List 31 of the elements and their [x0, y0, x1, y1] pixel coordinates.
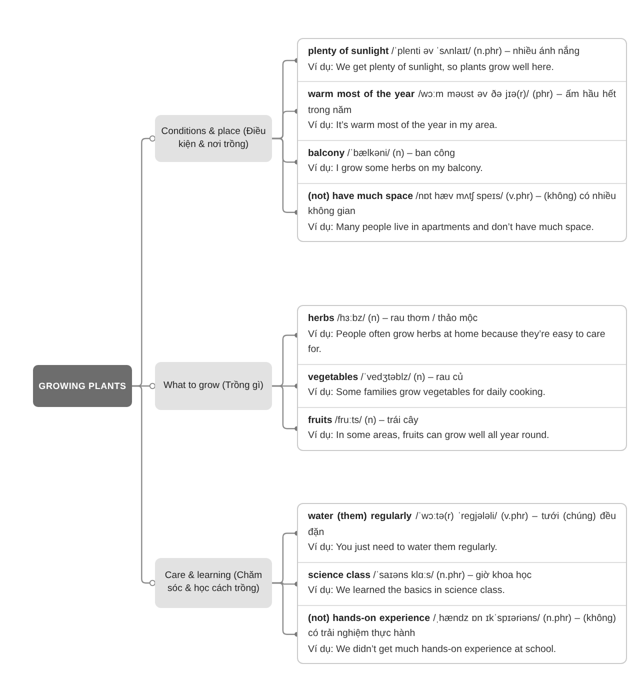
example-sentence: Ví dụ: You just need to water them regularly.	[308, 541, 498, 556]
vocab-term: water (them) regularly /ˈwɔːtə(r) ˈregjələli/ (v.phr) – tưới (chúng) đều đặn	[308, 510, 616, 540]
vocab-term: plenty of sunlight /ˈplenti əv ˈsʌnlaɪt/ (n.phr) – nhiều ánh nắng	[308, 44, 581, 59]
topic-node: Conditions & place (Điều kiện & nơi trồng)	[155, 115, 272, 162]
example-sentence: Ví dụ: It’s warm most of the year in my area.	[308, 119, 498, 134]
vocab-term: warm most of the year /wɔːm məʊst əv ðə jɪə(r)/ (phr) – ấm hầu hết trong năm	[308, 88, 616, 118]
vocab-card	[297, 38, 627, 242]
example-sentence: Ví dụ: Some families grow vegetables for daily cooking.	[308, 386, 546, 400]
connector	[272, 385, 300, 431]
example-sentence: Ví dụ: We learned the basics in science class.	[308, 584, 506, 598]
connector	[272, 138, 300, 215]
vocab-card	[297, 305, 627, 451]
example-sentence: Ví dụ: People often grow herbs at home because they’re easy to care for.	[308, 328, 606, 358]
vocab-term: (not) hands-on experience /ˌhændz ɒn ɪkˈspɪəriəns/ (n.phr) – (không) có trải nghiệm thực hành	[308, 612, 616, 642]
vocab-term: balcony /ˈbælkəni/ (n) – ban công	[308, 146, 456, 161]
example-sentence: Ví dụ: I grow some herbs on my balcony.	[308, 162, 484, 176]
vocab-term: science class /ˈsaɪəns klɑːs/ (n.phr) – giờ khoa học	[308, 568, 533, 583]
connector	[132, 385, 156, 586]
topic-node: What to grow (Trồng gì)	[155, 362, 272, 410]
connector	[272, 582, 300, 637]
vocab-term: herbs /hɜːbz/ (n) – rau thơm / thảo mộc	[308, 312, 479, 326]
vocab-card	[297, 503, 627, 664]
example-sentence: Ví dụ: We get plenty of sunlight, so plants grow well here.	[308, 60, 555, 75]
root-node: GROWING PLANTS	[33, 365, 132, 407]
example-sentence: Ví dụ: Many people live in apartments and don’t have much space.	[308, 220, 595, 235]
vocab-term: fruits /fruːts/ (n) – trái cây	[308, 414, 420, 428]
example-sentence: Ví dụ: We didn’t get much hands-on experience at school.	[308, 642, 558, 657]
topic-node: Care & learning (Chăm sóc & học cách trồng)	[155, 558, 272, 608]
vocab-term: (not) have much space /nɒt hæv mʌtʃ speɪs/ (v.phr) – (không) có nhiều không gian	[308, 190, 616, 220]
vocab-term: vegetables /ˈvedʒtəblz/ (n) – rau củ	[308, 370, 464, 385]
example-sentence: Ví dụ: In some areas, fruits can grow well all year round.	[308, 429, 550, 444]
